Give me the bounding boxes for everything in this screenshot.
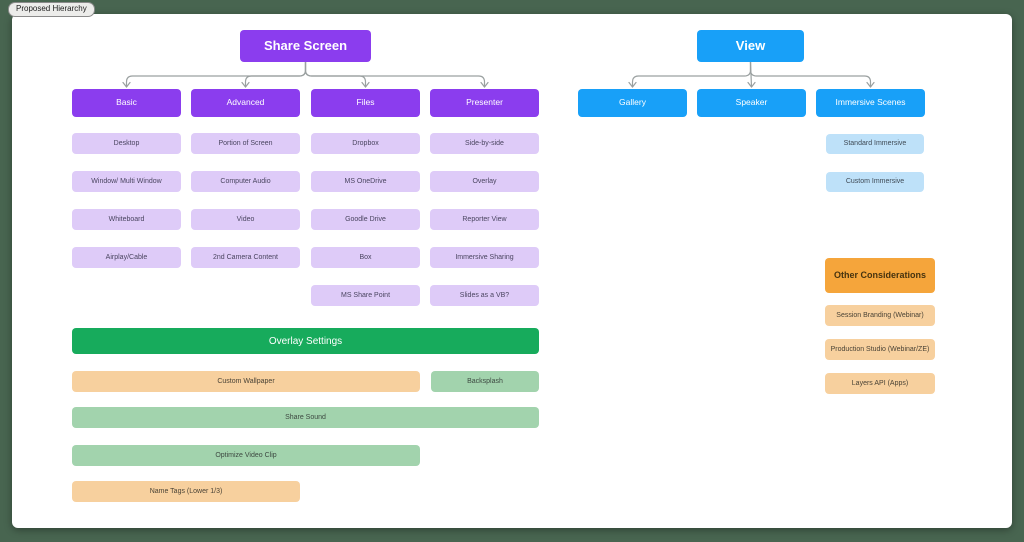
node-files[interactable]: Files [311,89,420,117]
node-video[interactable]: Video [191,209,300,230]
node-custom-immersive[interactable]: Custom Immersive [826,172,924,192]
node-other-considerations[interactable]: Other Considerations [825,258,935,293]
node-window-multi-window[interactable]: Window/ Multi Window [72,171,181,192]
connector-arrowhead [747,81,756,88]
node-view[interactable]: View [697,30,804,62]
node-computer-audio[interactable]: Computer Audio [191,171,300,192]
connector-line [304,61,486,88]
node-speaker[interactable]: Speaker [697,89,806,117]
node-overlay[interactable]: Overlay [430,171,539,192]
connector-line [304,61,367,88]
connector-line [749,61,872,88]
node-custom-wallpaper[interactable]: Custom Wallpaper [72,371,420,392]
node-optimize-video-clip[interactable]: Optimize Video Clip [72,445,420,466]
node-basic[interactable]: Basic [72,89,181,117]
node-advanced[interactable]: Advanced [191,89,300,117]
node-name-tags-lower-13[interactable]: Name Tags (Lower 1/3) [72,481,300,502]
node-portion-of-screen[interactable]: Portion of Screen [191,133,300,154]
node-immersive-sharing[interactable]: Immersive Sharing [430,247,539,268]
node-overlay-settings[interactable]: Overlay Settings [72,328,539,354]
node-whiteboard[interactable]: Whiteboard [72,209,181,230]
node-share-screen[interactable]: Share Screen [240,30,371,62]
connector-line [244,61,307,88]
node-goodle-drive[interactable]: Goodle Drive [311,209,420,230]
node-box[interactable]: Box [311,247,420,268]
node-ms-share-point[interactable]: MS Share Point [311,285,420,306]
node-desktop[interactable]: Desktop [72,133,181,154]
connector-line [749,61,753,88]
node-side-by-side[interactable]: Side-by-side [430,133,539,154]
node-production-studio[interactable]: Production Studio (Webinar/ZE) [825,339,935,360]
node-gallery[interactable]: Gallery [578,89,687,117]
node-airplay-cable[interactable]: Airplay/Cable [72,247,181,268]
connector-arrowhead [241,81,250,88]
node-backsplash[interactable]: Backsplash [431,371,539,392]
node-dropbox[interactable]: Dropbox [311,133,420,154]
node-layers-api[interactable]: Layers API (Apps) [825,373,935,394]
node-immersive-scenes[interactable]: Immersive Scenes [816,89,925,117]
node-session-branding[interactable]: Session Branding (Webinar) [825,305,935,326]
connector-line [125,61,307,88]
node-share-sound[interactable]: Share Sound [72,407,539,428]
node-reporter-view[interactable]: Reporter View [430,209,539,230]
node-second-camera-content[interactable]: 2nd Camera Content [191,247,300,268]
section-tag[interactable]: Proposed Hierarchy [8,2,95,17]
connector-arrowhead [480,81,489,88]
connector-arrowhead [866,81,875,88]
node-slides-as-a-vb[interactable]: Slides as a VB? [430,285,539,306]
connector-line [631,61,752,88]
node-presenter[interactable]: Presenter [430,89,539,117]
connector-arrowhead [361,81,370,88]
connector-arrowhead [628,81,637,88]
node-ms-onedrive[interactable]: MS OneDrive [311,171,420,192]
connector-arrowhead [122,81,131,88]
node-standard-immersive[interactable]: Standard Immersive [826,134,924,154]
